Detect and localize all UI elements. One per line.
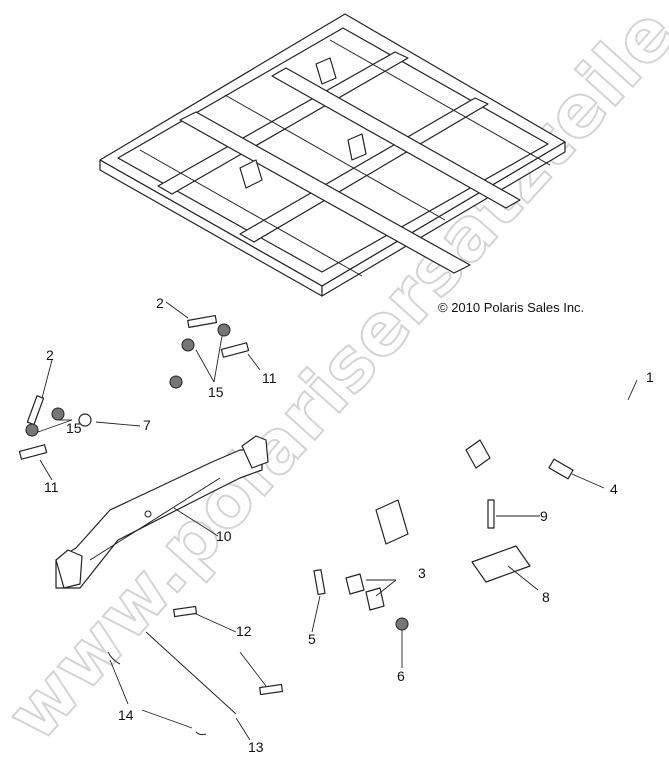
copyright-text: © 2010 Polaris Sales Inc. xyxy=(438,300,584,315)
callout-4: 4 xyxy=(610,481,618,497)
callout-13: 13 xyxy=(248,739,264,755)
pin-12-upper xyxy=(173,605,198,618)
leader-lines xyxy=(37,301,638,741)
pin-5 xyxy=(313,569,326,596)
latch-bar xyxy=(278,384,631,609)
nut-6 xyxy=(395,617,409,631)
pivot-bracket-top-tab xyxy=(241,435,269,469)
callout-2-upper: 2 xyxy=(156,295,164,311)
callout-3: 3 xyxy=(418,565,426,581)
latch-bar-bracket xyxy=(375,499,409,545)
pin-2-lower xyxy=(26,395,45,426)
bushing-15-upper-b xyxy=(217,323,231,337)
callout-15-upper: 15 xyxy=(208,384,224,400)
callout-5: 5 xyxy=(308,631,316,647)
plate-8 xyxy=(471,545,531,583)
pivot-bracket xyxy=(55,435,269,589)
frame-detail-2 xyxy=(329,39,551,166)
callout-10: 10 xyxy=(216,528,232,544)
frame-longitudinal-rail xyxy=(179,111,471,274)
clamp-3-a xyxy=(345,573,365,595)
spring-4 xyxy=(548,458,574,480)
nut-7-a xyxy=(169,375,183,389)
callout-14: 14 xyxy=(118,707,134,723)
hardware xyxy=(18,315,574,736)
latch-bar-hook xyxy=(465,439,491,469)
nut-7-b xyxy=(78,413,92,427)
callout-15-lower: 15 xyxy=(66,420,82,436)
latch-bar-tube-fill xyxy=(278,384,631,609)
bushing-15-lower-a xyxy=(25,423,39,437)
callout-2-lower: 2 xyxy=(46,347,54,363)
bushing-15-upper-a xyxy=(181,338,195,352)
pin-2-upper xyxy=(187,315,218,328)
callouts: 1 2 2 3 4 5 6 7 8 9 10 11 11 12 13 14 15… xyxy=(44,295,654,755)
bolt-11-upper xyxy=(220,342,250,358)
pivot-bracket-hole xyxy=(144,510,152,518)
callout-6: 6 xyxy=(397,668,405,684)
callout-12: 12 xyxy=(236,623,252,639)
pivot-bracket-lower-tab xyxy=(55,549,83,589)
pin-12-lower xyxy=(259,683,284,696)
bolt-11-lower xyxy=(18,444,48,460)
bushing-15-lower-b xyxy=(51,407,65,421)
callout-9: 9 xyxy=(540,508,548,524)
frame-bracket-right xyxy=(315,57,337,85)
frame-center-rail xyxy=(271,67,521,209)
frame-detail-3 xyxy=(224,94,446,221)
rivet-9 xyxy=(487,499,495,529)
callout-7: 7 xyxy=(143,417,151,433)
callout-1: 1 xyxy=(646,369,654,385)
gas-strut-13 xyxy=(145,631,237,715)
cable-14 xyxy=(107,651,207,736)
frame-detail-1 xyxy=(139,149,363,277)
callout-8: 8 xyxy=(542,589,550,605)
pivot-bracket-edge xyxy=(89,477,221,561)
callout-11-lower: 11 xyxy=(44,479,59,495)
cargo-bed-frame xyxy=(99,13,566,297)
frame-bracket-mid xyxy=(347,133,367,161)
callout-11-upper: 11 xyxy=(262,370,277,386)
frame-bracket-left xyxy=(239,159,263,189)
